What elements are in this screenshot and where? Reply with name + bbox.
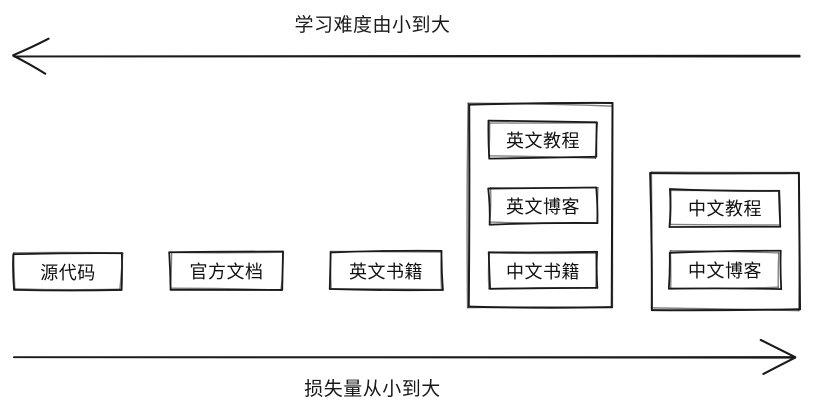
node-label: 官方文档 xyxy=(189,262,264,283)
node-label: 英文博客 xyxy=(506,197,580,218)
node-box[interactable]: 中文博客 xyxy=(670,252,780,288)
node-box[interactable]: 英文书籍 xyxy=(330,252,442,290)
node-label: 中文书籍 xyxy=(506,262,580,283)
node-box[interactable]: 官方文档 xyxy=(170,252,283,290)
node-label: 英文书籍 xyxy=(349,262,423,283)
node-label: 源代码 xyxy=(40,262,96,284)
node-box[interactable]: 中文教程 xyxy=(670,190,780,226)
node-box[interactable]: 英文博客 xyxy=(489,188,597,224)
node-box[interactable]: 中文书籍 xyxy=(489,253,597,289)
node-label: 英文教程 xyxy=(506,131,580,152)
node-box[interactable]: 英文教程 xyxy=(489,122,597,158)
node-box[interactable]: 源代码 xyxy=(14,253,122,290)
node-label: 中文教程 xyxy=(688,199,762,220)
node-label: 中文博客 xyxy=(688,261,762,282)
top-axis-label: 学习难度由小到大 xyxy=(294,14,451,36)
bottom-axis-label: 损失量从小到大 xyxy=(304,378,441,400)
